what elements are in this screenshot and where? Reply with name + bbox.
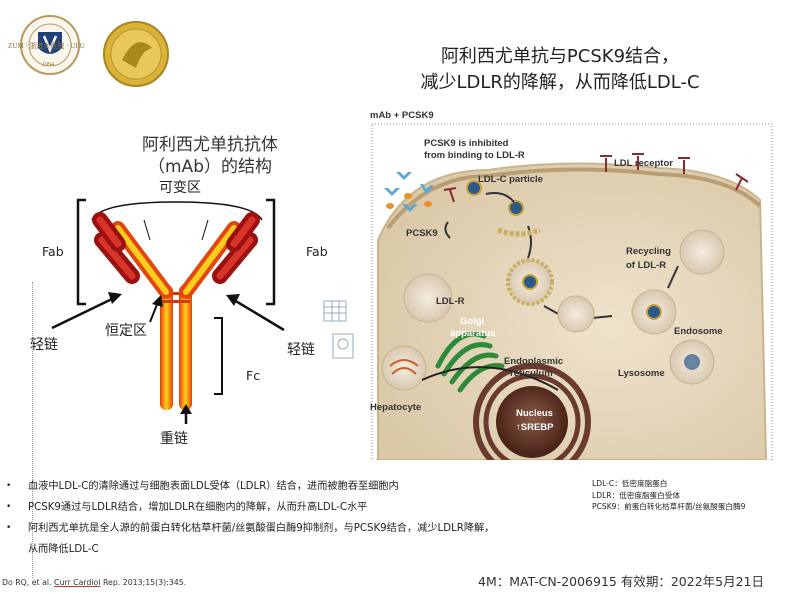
bullet-item: 血液中LDL-C的清除通过与细胞表面LDL受体（LDLR）结合，进而被胞吞至细胞… xyxy=(6,476,591,497)
label-fc: Fc xyxy=(246,368,261,383)
cell-label-recycling-1: Recycling xyxy=(626,246,671,257)
heavy-chain-stem-right xyxy=(179,285,192,410)
cell-label-mab-pcsk9: mAb + PCSK9 xyxy=(370,110,434,121)
label-fab-left: Fab xyxy=(42,244,64,259)
cell-label-ldlc-particle: LDL-C particle xyxy=(478,174,543,185)
logo-year: 1994 xyxy=(42,62,54,68)
cell-label-nucleus-1: Nucleus xyxy=(516,408,553,419)
slide-title-left: 阿利西尤单抗抗体 （mAb）的结构 xyxy=(120,134,300,178)
cell-label-inhibited-2: from binding to LDL-R xyxy=(424,150,525,161)
cell-label-er-2: reticulum xyxy=(510,368,553,379)
abbreviation-legend: LDL-C：低密度脂蛋白 LDLR：低密度脂蛋白受体 PCSK9：前蛋白转化枯草… xyxy=(592,478,745,513)
heavy-chain-stem-left xyxy=(160,285,173,410)
title-right-line1: 阿利西尤单抗与PCSK9结合， xyxy=(440,46,680,67)
dotted-guide-line xyxy=(32,282,33,578)
cell-label-ldl-receptor: LDL receptor xyxy=(614,158,673,169)
cell-label-lysosome: Lysosome xyxy=(618,368,665,379)
legend-item: PCSK9：前蛋白转化枯草杆菌/丝氨酸蛋白酶9 xyxy=(592,502,746,511)
cell-label-golgi-1: Golgi xyxy=(460,316,484,327)
legend-item: LDL-C：低密度脂蛋白 xyxy=(592,479,668,488)
bullet-item: 阿利西尤单抗是全人源的前蛋白转化枯草杆菌/丝氨酸蛋白酶9抑制剂，与PCSK9结合… xyxy=(6,518,591,539)
legend-item: LDLR：低密度脂蛋白受体 xyxy=(592,490,680,500)
cell-label-pcsk9: PCSK9 xyxy=(406,228,438,239)
logo-ring-text: ZUM · 浙港大医院 · ULU xyxy=(8,41,85,50)
ref-author: Do RQ, et al. xyxy=(2,578,54,587)
accreditation-seal-icon xyxy=(103,21,169,87)
label-fab-right: Fab xyxy=(306,244,328,259)
antibody-structure-diagram xyxy=(51,198,285,424)
bullet-continuation: 从而降低LDL-C xyxy=(28,544,99,555)
label-heavy-chain: 重链 xyxy=(160,431,188,447)
cell-label-endosome: Endosome xyxy=(674,326,723,337)
cell-label-inhibited-1: PCSK9 is inhibited xyxy=(424,138,509,149)
label-variable-region: 可变区 xyxy=(159,180,201,196)
cell-label-golgi-2: apparatus xyxy=(450,328,495,339)
cell-label-er-1: Endoplasmic xyxy=(504,356,563,367)
title-left-line2: （mAb）的结构 xyxy=(148,157,272,177)
table-placeholder-icon xyxy=(323,300,347,322)
ref-journal: Curr Cardiol xyxy=(54,578,101,587)
bullet-list: 血液中LDL-C的清除通过与细胞表面LDL受体（LDLR）结合，进而被胞吞至细胞… xyxy=(6,476,591,560)
ref-rest: Rep. 2013;15(3):345. xyxy=(100,578,187,587)
cell-label-nucleus-2: ↑SREBP xyxy=(516,422,554,433)
label-constant-region: 恒定区 xyxy=(105,323,147,339)
title-right-line2: 减少LDLR的降解，从而降低LDL-C xyxy=(420,72,700,93)
footer-approval-code: 4M：MAT-CN-2006915 有效期：2022年5月21日 xyxy=(478,574,765,589)
hospital-logo: ZUM · 浙港大医院 · ULU 1994 xyxy=(8,15,85,75)
reference-citation: Do RQ, et al. Curr Cardiol Rep. 2013;15(… xyxy=(2,578,186,587)
title-left-line1: 阿利西尤单抗抗体 xyxy=(142,135,278,155)
cell-label-ldlr: LDL-R xyxy=(436,296,465,307)
label-light-chain-right: 轻链 xyxy=(287,342,315,358)
slide-title-right: 阿利西尤单抗与PCSK9结合， 减少LDLR的降解，从而降低LDL-C xyxy=(360,44,760,96)
cell-label-recycling-2: of LDL-R xyxy=(626,260,666,271)
label-light-chain-left: 轻链 xyxy=(30,337,58,353)
variable-region-bracket xyxy=(91,201,263,221)
cell-label-hepatocyte: Hepatocyte xyxy=(370,402,421,413)
fab-right-bracket xyxy=(266,198,276,306)
fab-left-bracket xyxy=(76,198,86,306)
bullet-item: PCSK9通过与LDLR结合，增加LDLR在细胞内的降解，从而升高LDL-C水平 xyxy=(6,497,591,518)
fc-bracket xyxy=(214,317,223,395)
cell-mechanism-diagram: mAb + PCSK9 PCSK9 is inhibited from bind… xyxy=(370,110,773,460)
image-placeholder-icon xyxy=(332,333,354,359)
